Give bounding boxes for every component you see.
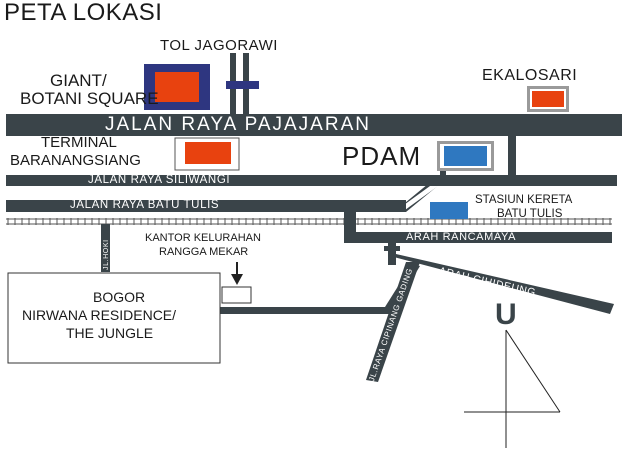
station-label-1: STASIUN KERETA: [475, 194, 573, 206]
road-to-residence: [220, 307, 392, 314]
road-cihideung: [390, 254, 614, 314]
giant-botani-square-marker: [155, 72, 199, 102]
pdam-marker: [444, 146, 487, 166]
side-street-label: JL.HOKI: [103, 239, 110, 270]
road-pdam-connector: [440, 168, 446, 178]
road-junction-stub: [388, 243, 396, 265]
kantor-label-1: KANTOR KELURAHAN: [145, 232, 261, 244]
giant-label-2: BOTANI SQUARE: [20, 89, 159, 108]
road-connector-right: [508, 136, 516, 178]
terminal-label-2: BARANANGSIANG: [10, 152, 141, 169]
compass-icon: [464, 329, 561, 448]
ekalosari-marker: [532, 91, 564, 107]
pajajaran-label: JALAN RAYA PAJAJARAN: [105, 114, 371, 135]
road-rancamaya: [344, 232, 612, 243]
station-marker: [430, 202, 468, 219]
road-side-street: [101, 224, 110, 272]
compass-north-label: U: [495, 298, 517, 331]
station-label-2: BATU TULIS: [497, 208, 563, 220]
kantor-label-2: RANGGA MEKAR: [159, 246, 249, 258]
residence-label-3: THE JUNGLE: [66, 325, 154, 341]
rancamaya-label: ARAH RANCAMAYA: [406, 231, 517, 243]
residence-label-2: NIRWANA RESIDENCE/: [22, 307, 177, 323]
road-cipinang-gading: [366, 262, 420, 382]
residence-label-1: BOGOR: [93, 289, 146, 305]
map-title: PETA LOKASI: [4, 0, 163, 26]
siliwangi-label: JALAN RAYA SILIWANGI: [88, 174, 231, 186]
toll-road-jagorawi: [226, 53, 259, 115]
terminal-label-1: TERMINAL: [41, 134, 117, 151]
road-siliwangi: [6, 175, 617, 186]
kantor-kelurahan-marker: [221, 286, 252, 304]
terminal-marker: [185, 142, 231, 164]
giant-label-1: GIANT/: [50, 71, 107, 90]
batu-tulis-label: JALAN RAYA BATU TULIS: [70, 199, 220, 211]
railway-ties: [7, 218, 611, 225]
road-batu-tulis: [6, 200, 406, 212]
toll-road-label: TOL JAGORAWI: [160, 37, 278, 54]
ekalosari-label: EKALOSARI: [482, 67, 578, 84]
road-pajajaran: [6, 114, 622, 136]
residence-box: [7, 272, 221, 364]
pdam-label: PDAM: [342, 141, 422, 171]
